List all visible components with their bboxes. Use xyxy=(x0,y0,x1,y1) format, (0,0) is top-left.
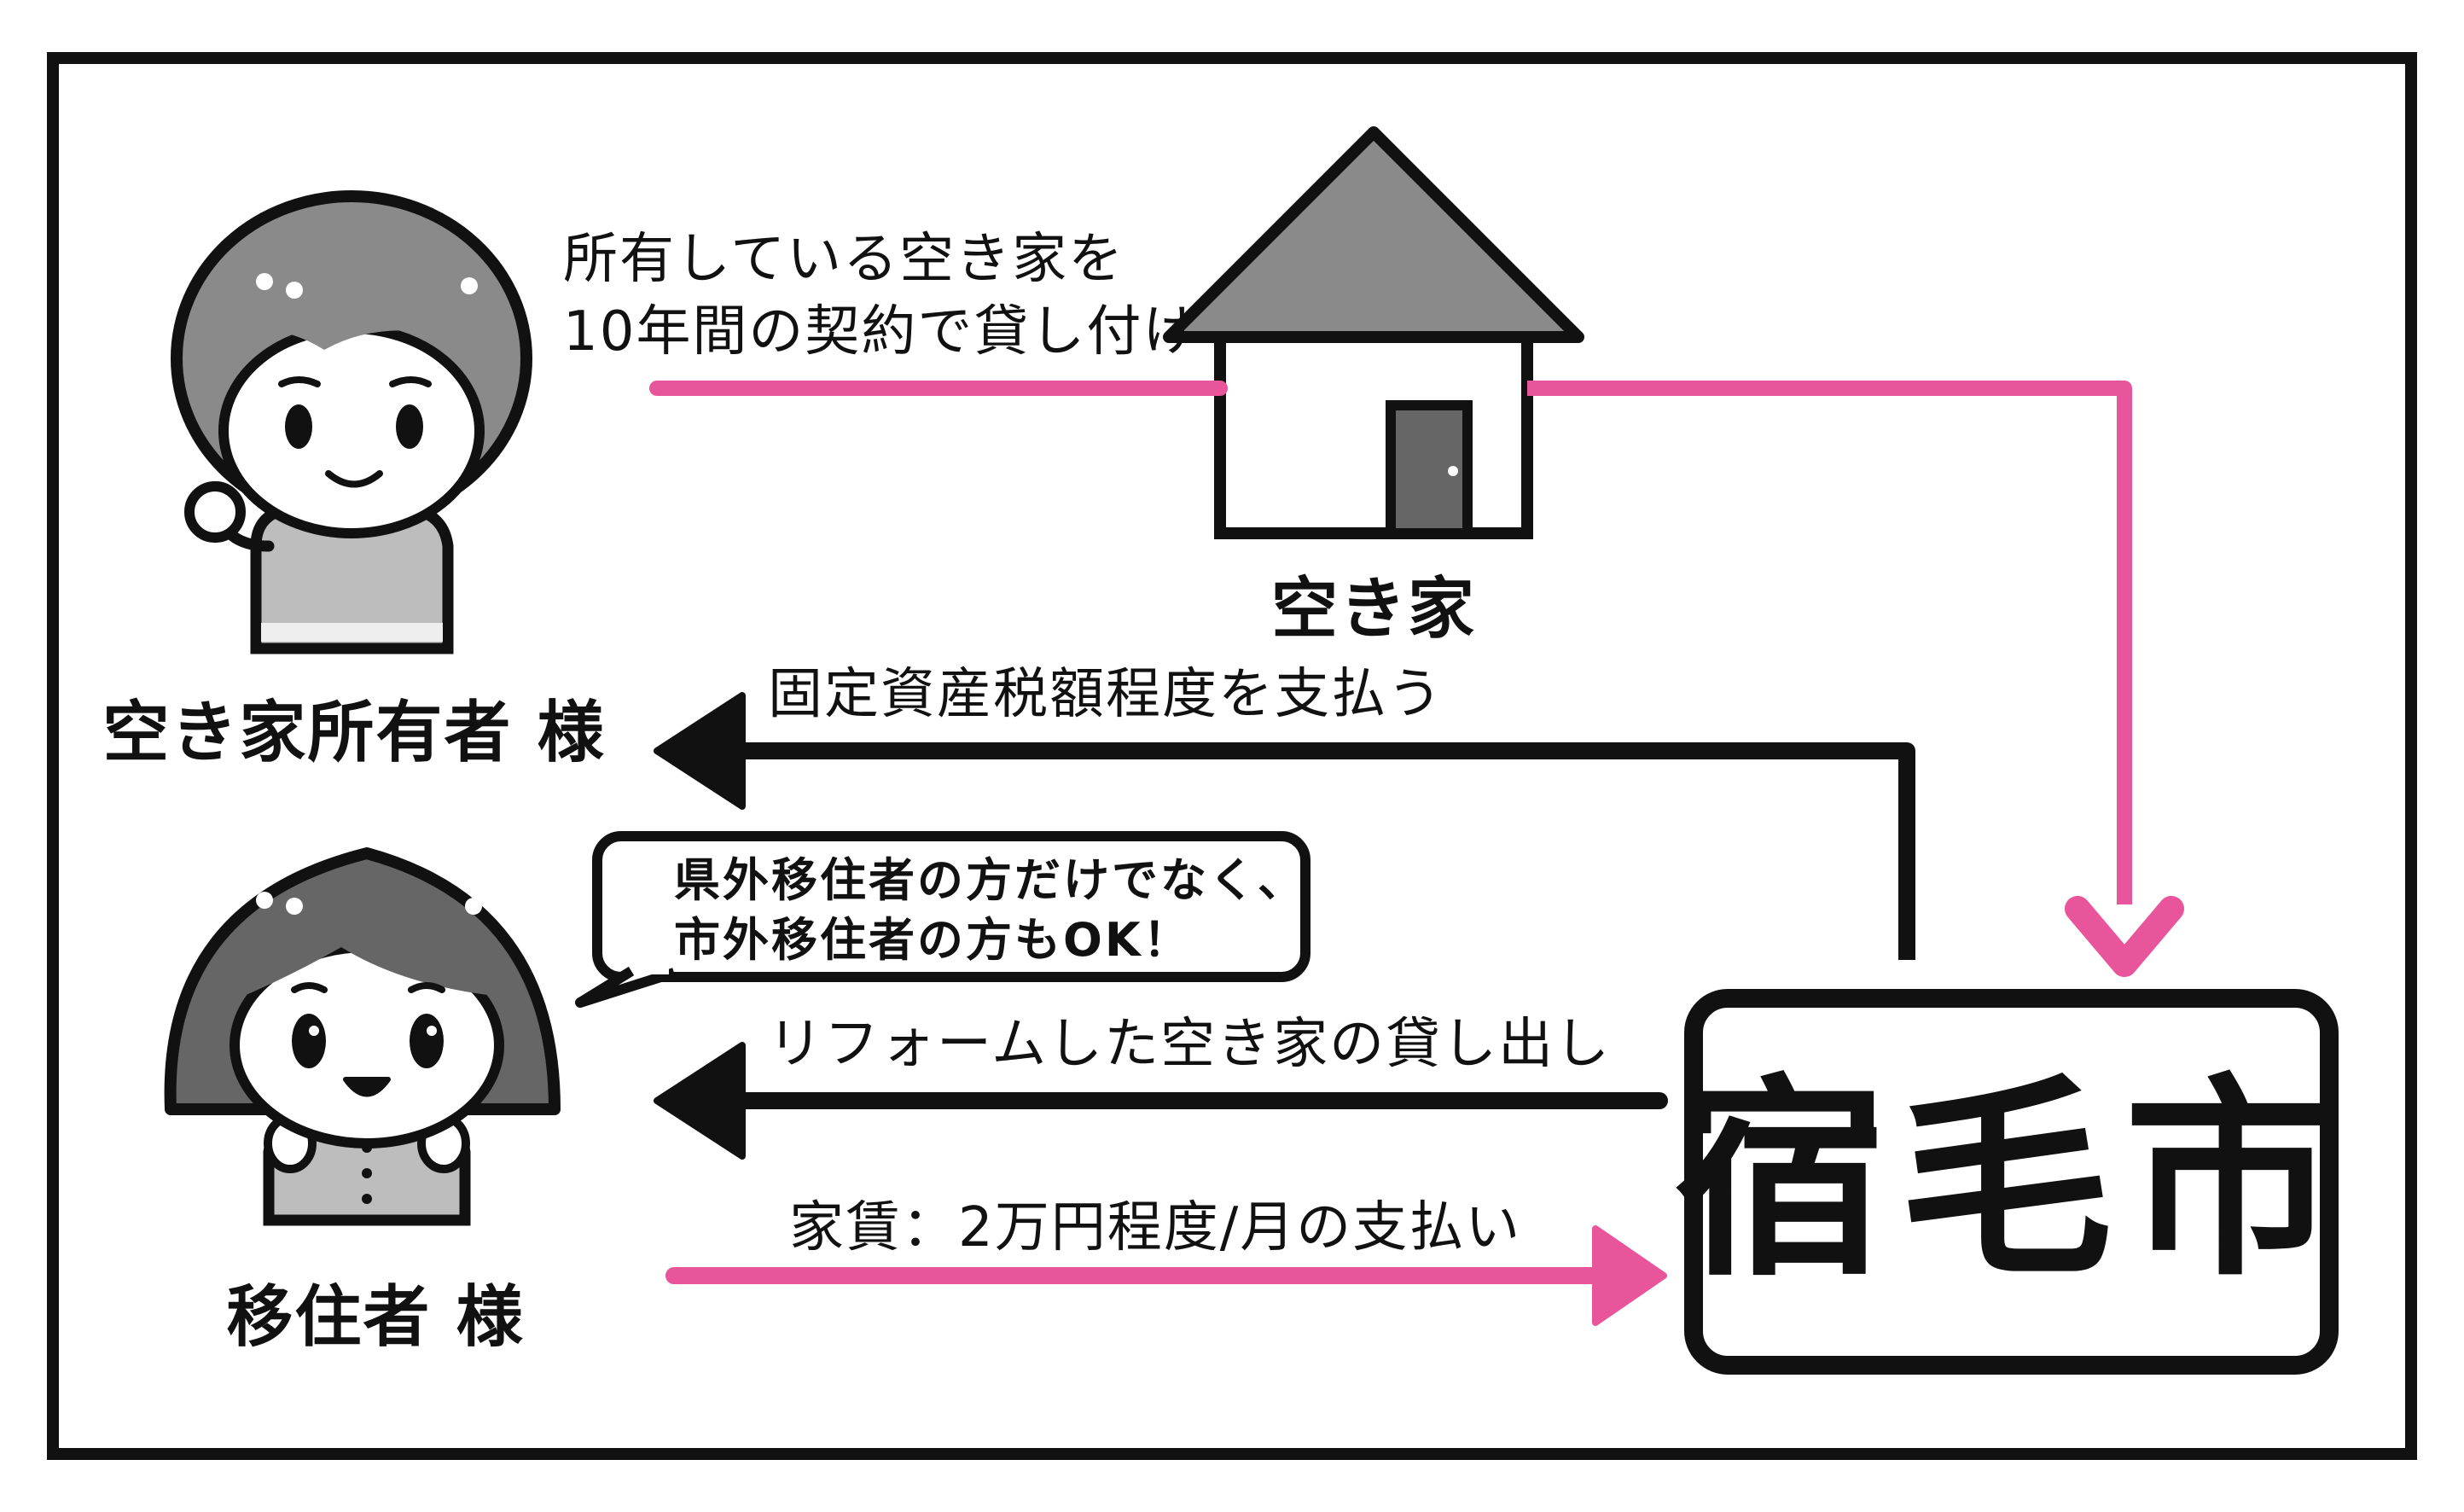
city-label: 宿毛市 xyxy=(1674,1056,2350,1305)
city-box xyxy=(1684,989,2339,1375)
owner-character-icon xyxy=(171,190,532,654)
settler-label: 移住者 様 xyxy=(226,1279,524,1356)
rent-payment-arrowhead xyxy=(1592,1225,1667,1326)
settler-character-icon xyxy=(164,847,561,1226)
rental-text: リフォームした空き家の貸し出し xyxy=(768,1013,1611,1076)
owner-label: 空き家所有者 様 xyxy=(102,695,605,771)
speech-bubble-line2: 市外移住者の方もOK！ xyxy=(674,913,1192,967)
lease-text-line2: 10年間の契約で貸し付け xyxy=(563,300,1199,363)
vacant-house-label: 空き家 xyxy=(1271,571,1476,648)
tax-payment-arrowhead xyxy=(654,692,746,810)
lease-line-right xyxy=(1527,381,2132,904)
lease-text-line1: 所有している空き家を xyxy=(563,228,1124,291)
speech-bubble-line1: 県外移住者の方だけでなく、 xyxy=(674,853,1306,907)
lease-arrowhead xyxy=(2065,896,2184,977)
speech-bubble xyxy=(575,831,1310,1008)
vacant-house-icon xyxy=(1163,126,1584,539)
tax-payment-line xyxy=(725,742,1915,960)
rent-payment-text: 家賃：2万円程度/月の支払い xyxy=(789,1196,1521,1259)
tax-payment-text: 固定資産税額程度を支払う xyxy=(768,663,1444,726)
rental-arrowhead xyxy=(654,1042,746,1160)
